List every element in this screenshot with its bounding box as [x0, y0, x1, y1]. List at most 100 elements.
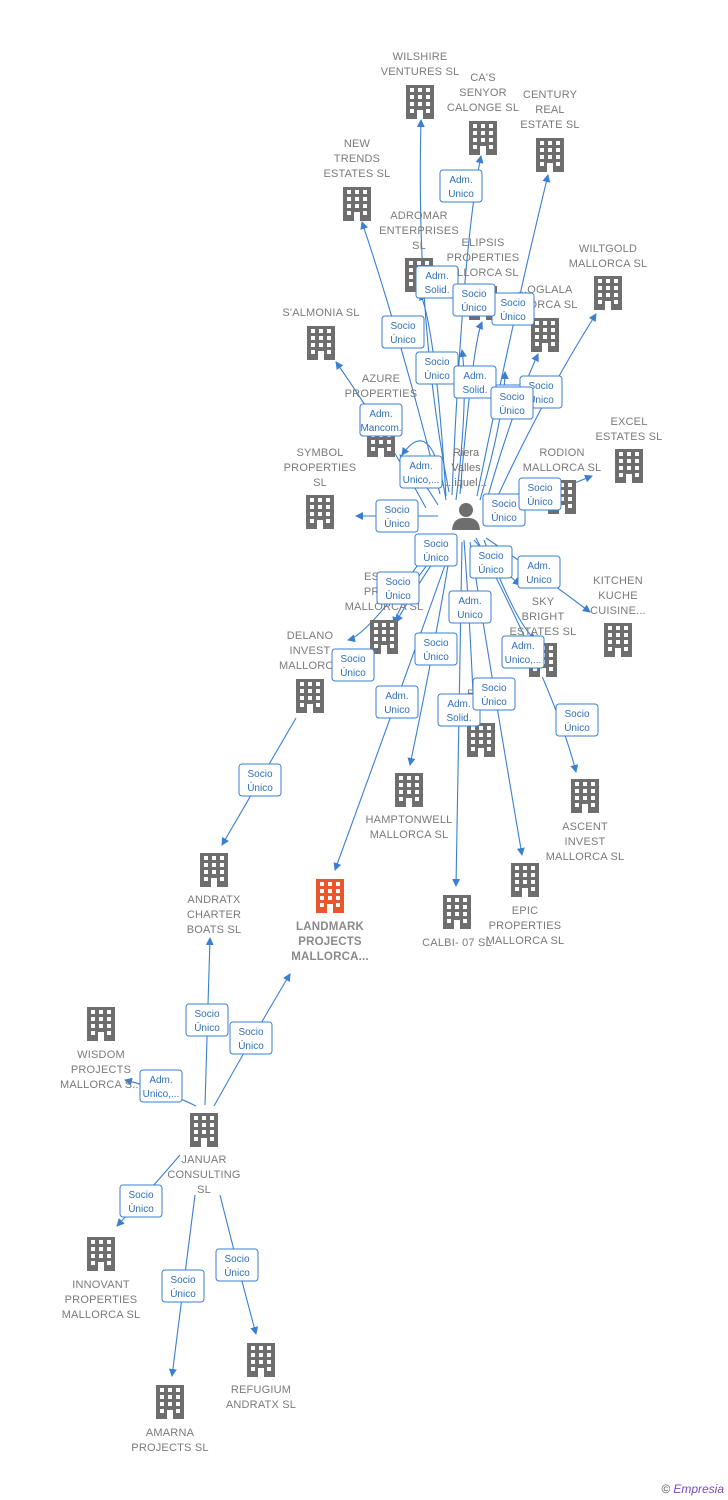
- company-name-line: LANDMARK: [296, 921, 365, 933]
- company-name-line: SENYOR: [459, 87, 507, 99]
- company-name-line: PROPERTIES: [489, 920, 562, 932]
- edge-label-line: Unico: [384, 705, 410, 716]
- edge-label-e-epiccenter[interactable]: Adm.Unico: [448, 590, 492, 624]
- company-node-calbi[interactable]: CALBI- 07 SL: [422, 895, 492, 949]
- building-icon: [469, 121, 497, 155]
- building-icon: [594, 276, 622, 310]
- edge-label-line: Adm.: [149, 1075, 172, 1086]
- edge-label-line: Socio: [499, 392, 524, 403]
- edge-label-line: Unico,...: [143, 1089, 180, 1100]
- edge-label-line: Adm.: [458, 596, 481, 607]
- brand-logo[interactable]: Empresia: [673, 1482, 724, 1496]
- company-name-line: CALONGE SL: [447, 102, 519, 114]
- edge-label-e-adromar[interactable]: Adm.Solid.: [415, 265, 459, 299]
- edge-label-e-azure3[interactable]: Adm.Unico,...: [399, 455, 443, 489]
- edge-label-line: Socio: [461, 289, 486, 300]
- company-name-line: ESTATES SL: [323, 168, 390, 180]
- edge-label-line: Socio: [238, 1027, 263, 1038]
- person-node[interactable]: RieraValles...iquel...: [445, 447, 487, 530]
- edge-label-e-azure2[interactable]: Adm.Solid.: [453, 365, 497, 399]
- edge-label-line: Único: [424, 369, 450, 382]
- building-icon: [307, 326, 335, 360]
- edge-label-line: Único: [385, 589, 411, 602]
- edge-label-e-calbi[interactable]: Adm.Solid.: [437, 693, 481, 727]
- company-node-salmonia[interactable]: S'ALMONIA SL: [282, 307, 359, 360]
- edge-label-e-cas[interactable]: Adm. Unico: [439, 169, 483, 203]
- edge-label-e-kitchen[interactable]: Adm.Unico: [517, 555, 561, 589]
- edge-label-line: Unico: [448, 189, 474, 200]
- company-name-line: MALLORCA...: [291, 951, 369, 963]
- edge-label-e-landmark[interactable]: Adm.Unico: [375, 685, 419, 719]
- edge-label-e-skybright2[interactable]: Adm.Unico,...: [501, 635, 545, 669]
- company-name-line: WISDOM: [77, 1049, 125, 1061]
- building-icon: [615, 449, 643, 483]
- edge-label-line: Único: [224, 1266, 250, 1279]
- company-node-landmark[interactable]: LANDMARKPROJECTSMALLORCA...: [291, 879, 369, 963]
- edge-label-line: Socio: [390, 321, 415, 332]
- company-name-line: AMARNA: [146, 1427, 195, 1439]
- company-name-line: ANDRATX: [187, 894, 241, 906]
- company-name-line: MALLORCA SL: [546, 851, 625, 863]
- company-node-kitchen[interactable]: KITCHENKUCHECUISINE...: [590, 575, 646, 657]
- company-name-line: MALLORCA: [279, 660, 342, 672]
- company-name-line: MALLORCA SL: [523, 462, 602, 474]
- edge-label-line: Socio: [564, 709, 589, 720]
- building-icon: [395, 773, 423, 807]
- edge-label-e-salmonia[interactable]: Adm.Mancom.: [359, 403, 403, 437]
- edge-label-line: Adm.: [449, 175, 472, 186]
- edge-label-line: Único: [194, 1021, 220, 1034]
- company-name-line: DELANO: [287, 630, 334, 642]
- building-icon: [443, 895, 471, 929]
- edge-label-line: Socio: [423, 539, 448, 550]
- company-name-line: BOATS SL: [187, 924, 242, 936]
- edge-label-e-januar-wisdom[interactable]: Adm. Unico,...: [139, 1069, 183, 1103]
- person-name-line: Valles: [451, 462, 481, 474]
- company-name-line: ESTATE SL: [520, 119, 579, 131]
- edge-label-line: Mancom.: [360, 423, 401, 434]
- building-icon: [87, 1007, 115, 1041]
